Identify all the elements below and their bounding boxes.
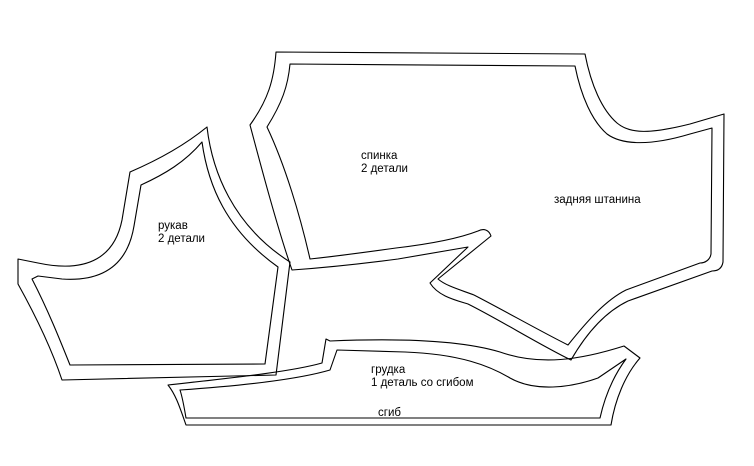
sleeve-piece-name: рукав (158, 220, 188, 232)
back-piece-label: спинка 2 детали (361, 150, 408, 176)
sleeve-piece-label: рукав 2 детали (158, 220, 205, 246)
sleeve-piece (17, 126, 291, 381)
back-leg-name: задняя штанина (554, 194, 641, 206)
chest-piece-label: грудка 1 деталь со сгибом (371, 364, 473, 390)
back-piece-stitch-line (266, 63, 713, 346)
chest-piece-qty: 1 деталь со сгибом (371, 377, 474, 389)
back-piece (249, 51, 725, 361)
chest-piece-stitch-line (179, 349, 627, 419)
sleeve-piece-outline (17, 126, 291, 381)
fold-label: сгиб (378, 407, 401, 419)
chest-piece (167, 338, 641, 426)
sleeve-piece-stitch-line (31, 141, 279, 366)
back-piece-qty: 2 детали (361, 163, 408, 175)
back-piece-name: спинка (361, 150, 398, 162)
chest-piece-name: грудка (371, 364, 406, 376)
sleeve-piece-qty: 2 детали (158, 233, 205, 245)
back-leg-label: задняя штанина (554, 194, 641, 207)
back-piece-outline (249, 51, 725, 361)
chest-piece-outline (167, 338, 641, 426)
